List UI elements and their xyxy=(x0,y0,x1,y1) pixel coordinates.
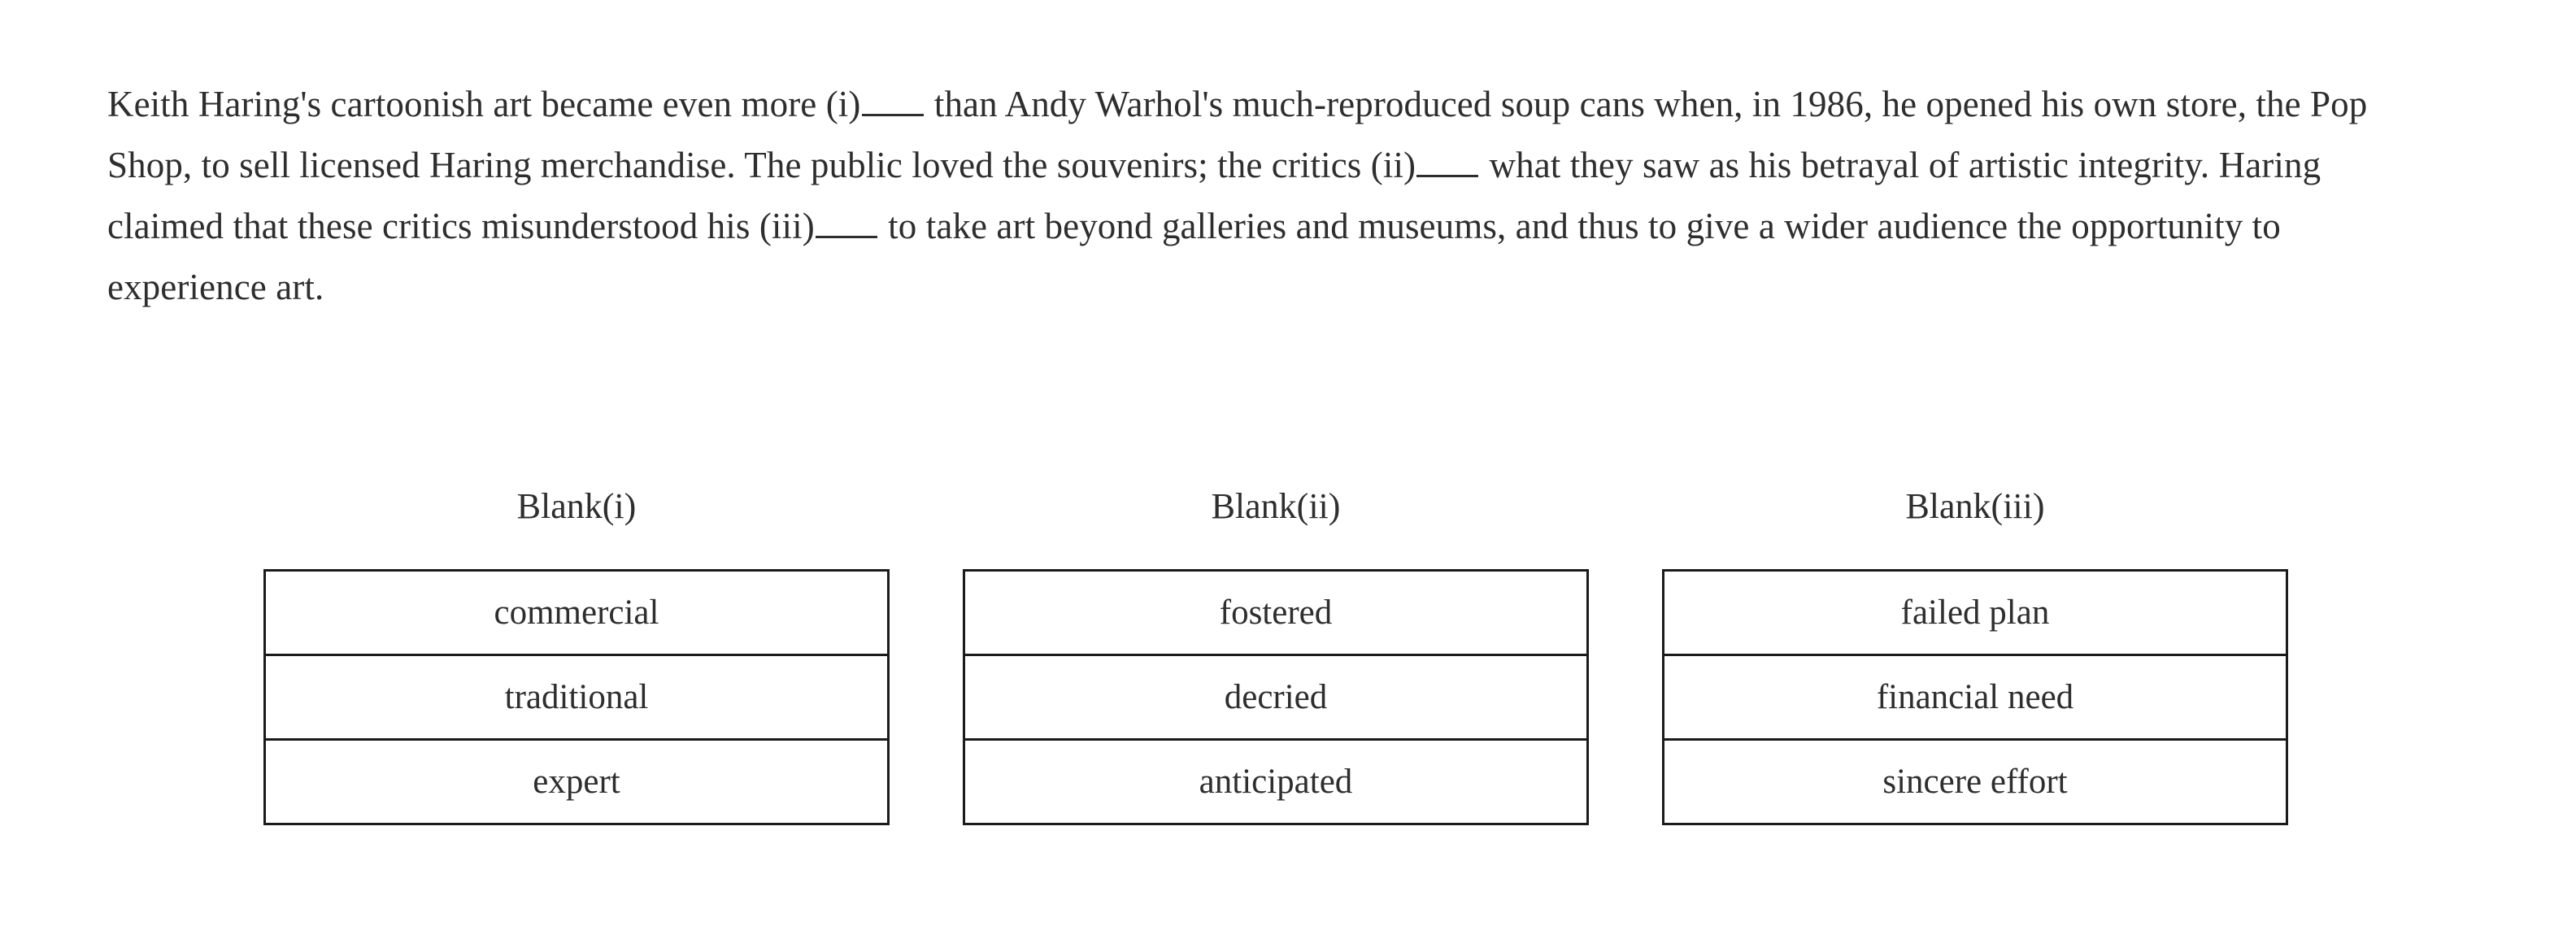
table-row[interactable]: financial need xyxy=(1662,654,2288,741)
passage-segment-1: Keith Haring's cartoonish art became eve… xyxy=(107,84,861,124)
table-row[interactable]: sincere effort xyxy=(1662,738,2288,825)
passage-text: Keith Haring's cartoonish art became eve… xyxy=(107,74,2441,318)
table-row[interactable]: fostered xyxy=(963,569,1589,656)
blank-group-i: Blank(i) commercial traditional expert xyxy=(263,485,890,825)
table-row[interactable]: failed plan xyxy=(1662,569,2288,656)
choice-option[interactable]: commercial xyxy=(263,569,890,656)
blank-group-ii: Blank(ii) fostered decried anticipated xyxy=(963,485,1589,825)
passage-segment-3: what they saw as his betrayal of artisti… xyxy=(107,145,2321,246)
passage-segment-4: to take art beyond galleries and museums… xyxy=(107,206,2281,307)
choice-option[interactable]: anticipated xyxy=(963,738,1589,825)
blank-ii-placeholder xyxy=(1416,147,1479,177)
blank-ii-choice-table: fostered decried anticipated xyxy=(963,569,1589,825)
blank-iii-choice-table: failed plan financial need sincere effor… xyxy=(1662,569,2288,825)
answer-choice-area: Blank(i) commercial traditional expert B… xyxy=(0,485,2576,825)
blank-i-placeholder xyxy=(861,86,924,116)
blank-i-heading: Blank(i) xyxy=(516,486,637,526)
choice-option[interactable]: traditional xyxy=(263,654,890,741)
table-row[interactable]: commercial xyxy=(263,569,890,656)
choice-option[interactable]: expert xyxy=(263,738,890,825)
choice-option[interactable]: failed plan xyxy=(1662,569,2288,656)
choice-option[interactable]: fostered xyxy=(963,569,1589,656)
passage-segment-2: than Andy Warhol's much-reproduced soup … xyxy=(107,84,2368,185)
blank-iii-heading: Blank(iii) xyxy=(1905,486,2045,526)
table-row[interactable]: expert xyxy=(263,738,890,825)
blank-iii-placeholder xyxy=(815,208,877,238)
blank-i-choice-table: commercial traditional expert xyxy=(263,569,890,825)
choice-option[interactable]: decried xyxy=(963,654,1589,741)
table-row[interactable]: traditional xyxy=(263,654,890,741)
blank-group-iii: Blank(iii) failed plan financial need si… xyxy=(1662,485,2288,825)
choice-option[interactable]: financial need xyxy=(1662,654,2288,741)
blank-ii-heading: Blank(ii) xyxy=(1211,486,1341,526)
table-row[interactable]: anticipated xyxy=(963,738,1589,825)
table-row[interactable]: decried xyxy=(963,654,1589,741)
choice-option[interactable]: sincere effort xyxy=(1662,738,2288,825)
